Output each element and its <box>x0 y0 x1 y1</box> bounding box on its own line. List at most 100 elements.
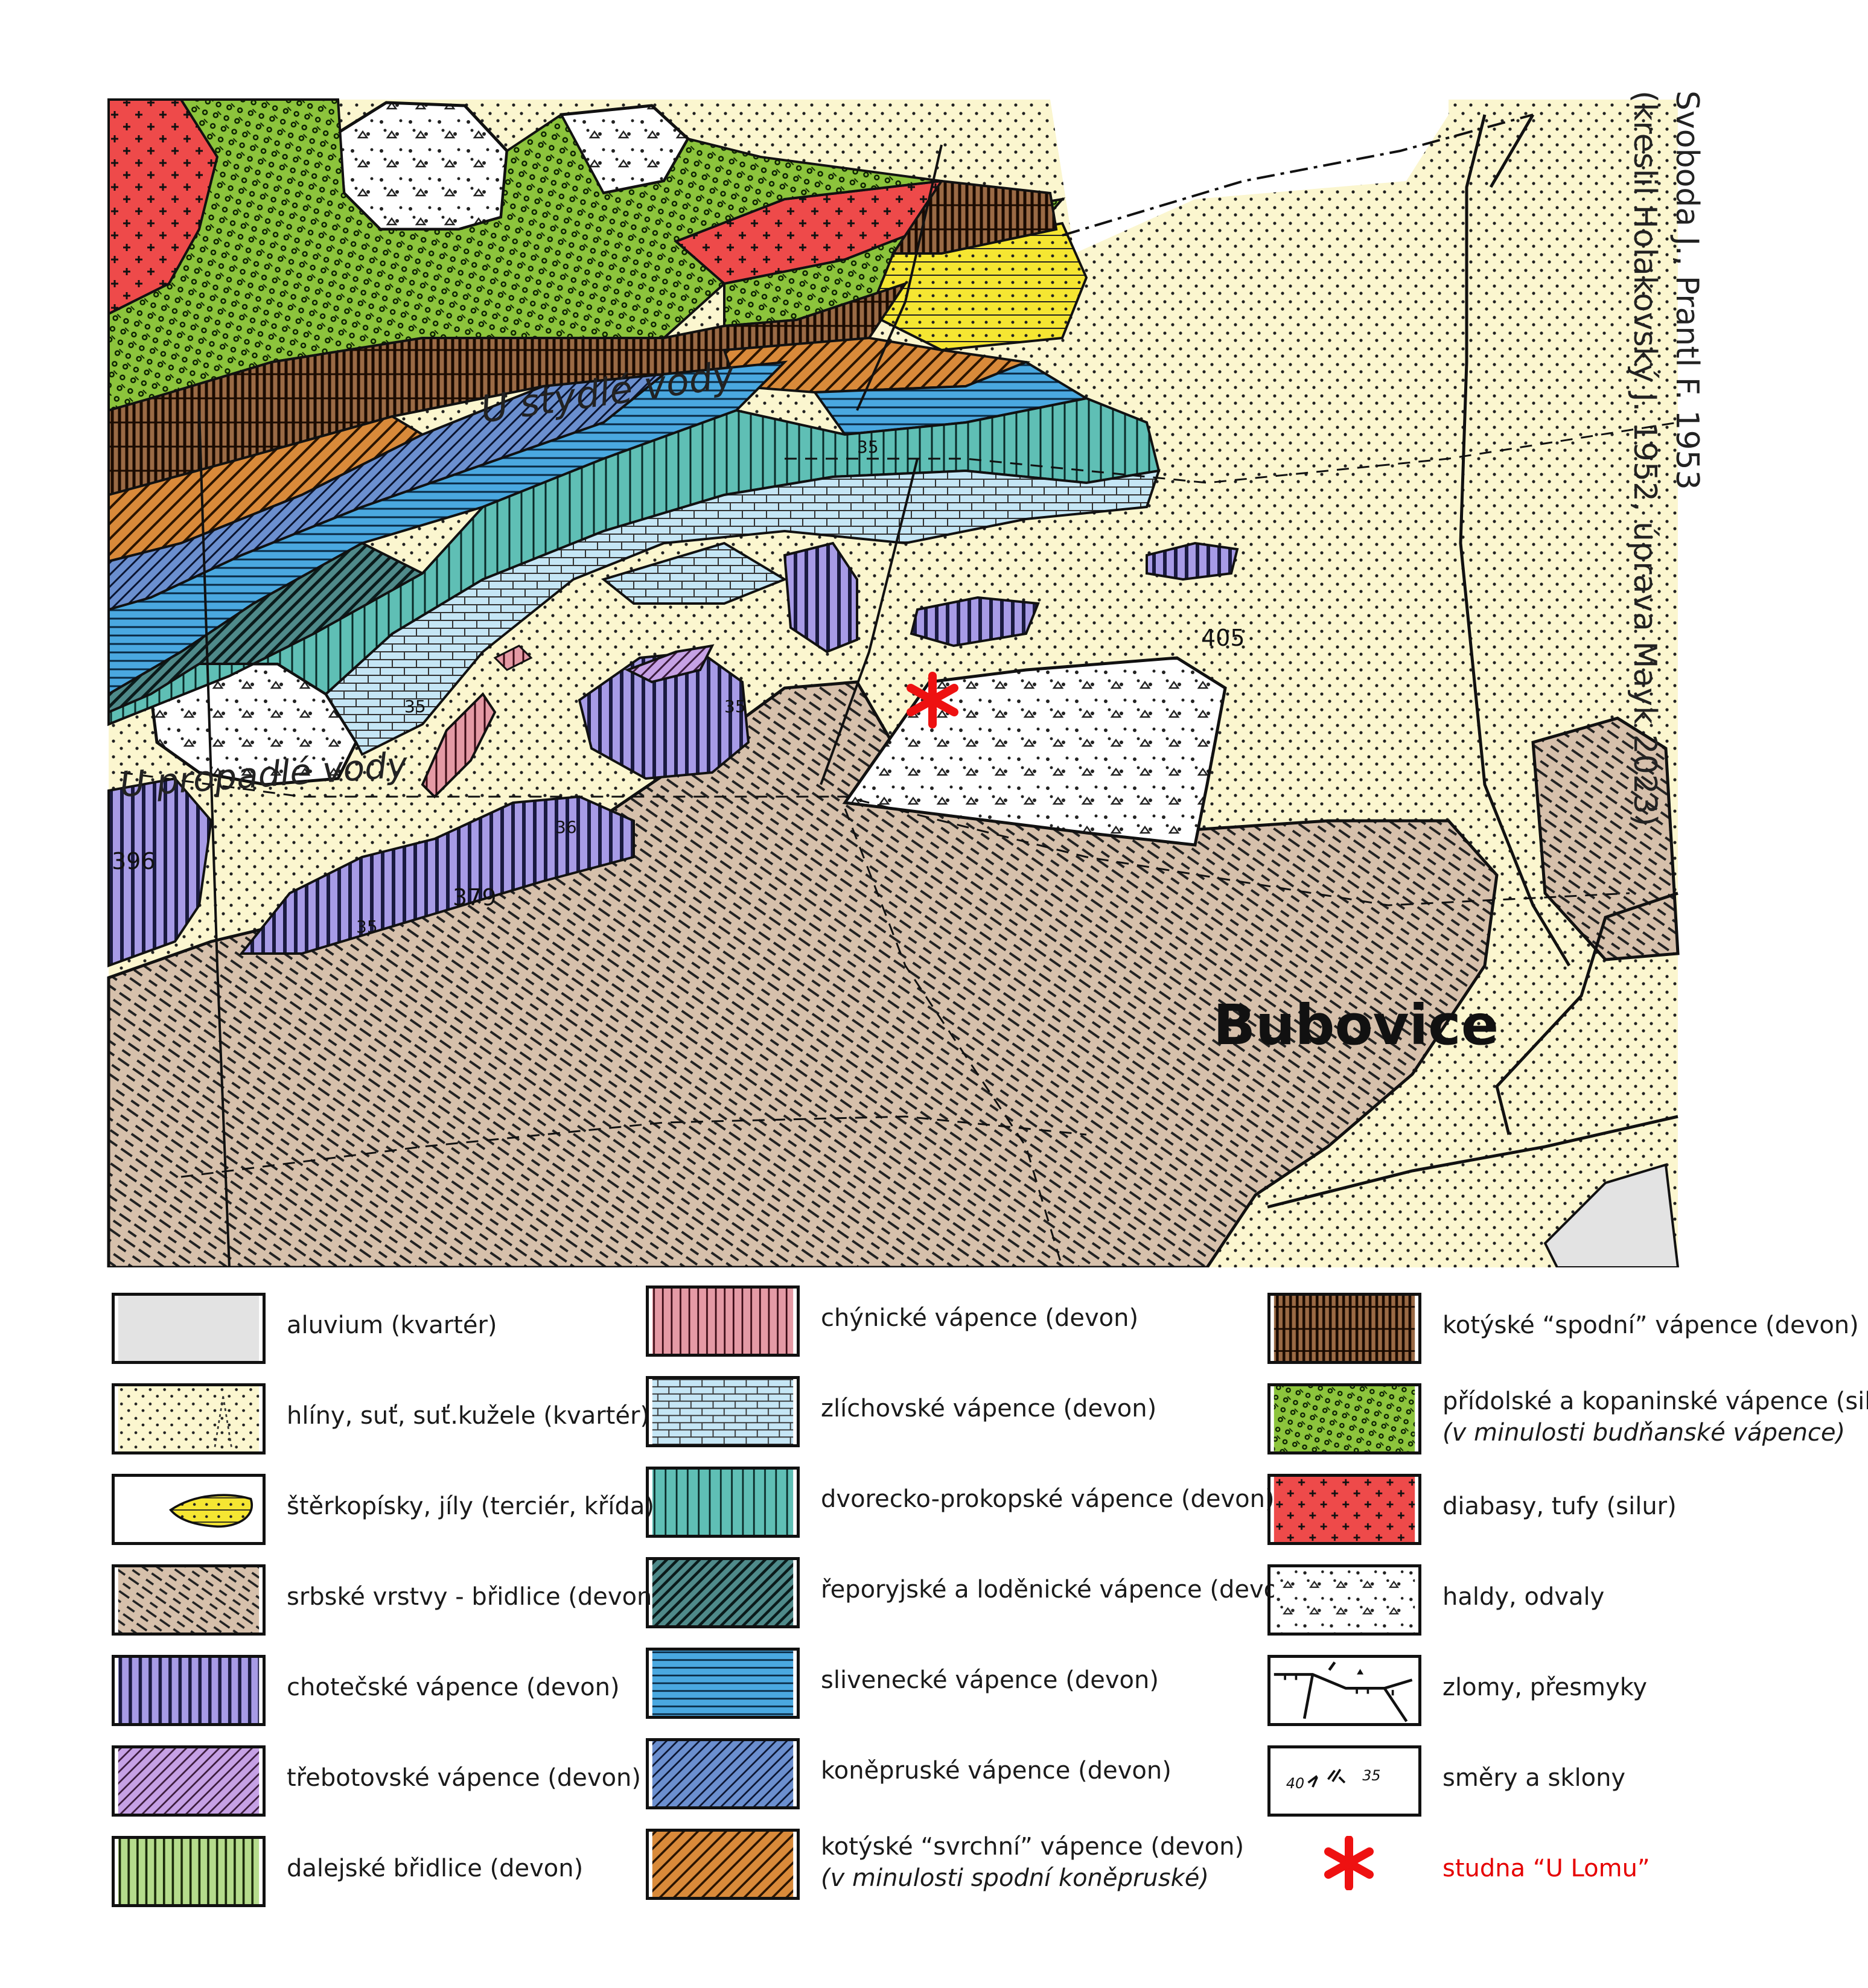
legend-label-diabasy: diabasy, tufy (silur) <box>1442 1493 1677 1520</box>
red-asterisk-icon <box>1324 1836 1374 1890</box>
unit-chotecske-2 <box>578 650 750 780</box>
legend-item-chynicke: chýnické vápence (devon) <box>646 1286 1225 1364</box>
unit-halda-north <box>336 101 509 231</box>
legend-label-chynicke: chýnické vápence (devon) <box>821 1304 1139 1332</box>
legend-item-sterkopisky: štěrkopísky, jíly (terciér, křída) <box>112 1474 691 1552</box>
legend-label-konepruske: koněpruské vápence (devon) <box>821 1757 1171 1785</box>
legend-label-srbske: srbské vrstvy - břidlice (devon) <box>287 1583 662 1611</box>
legend-item-zlomy: zlomy, přesmyky <box>1267 1655 1847 1733</box>
legend-label-haldy: haldy, odvaly <box>1442 1583 1605 1611</box>
legend-item-haldy: haldy, odvaly <box>1267 1564 1847 1643</box>
unit-chotecske-1 <box>783 541 858 654</box>
legend-item-reporyjske: řeporyjské a loděnické vápence (devon) <box>646 1557 1303 1636</box>
legend-label-zlomy: zlomy, přesmyky <box>1442 1674 1648 1701</box>
legend-sub-kotyske-svrchni: (v minulosti spodní koněpruské) <box>821 1864 1209 1892</box>
legend-label-kotyske-spodni: kotýské “spodní” vápence (devon) <box>1442 1311 1859 1339</box>
legend-label-studna: studna “U Lomu” <box>1442 1855 1650 1882</box>
legend-sub-pridolske: (v minulosti budňanské vápence) <box>1442 1419 1846 1447</box>
map-dip-1: 35 <box>404 696 426 716</box>
legend-item-studna: studna “U Lomu” <box>1267 1836 1847 1914</box>
map-credit: Svoboda J., Prantl F. 1953 (kreslil Hola… <box>1624 91 1708 826</box>
legend-label-chotecske: chotečské vápence (devon) <box>287 1674 620 1701</box>
legend-item-pridolske: přídolské a kopaninské vápence (silur) (… <box>1267 1383 1868 1462</box>
legend-label-dalejske: dalejské břidlice (devon) <box>287 1855 584 1882</box>
legend-item-smery: 40 35 směry a sklony <box>1267 1745 1847 1824</box>
legend-label-slivenecke: slivenecké vápence (devon) <box>821 1666 1159 1694</box>
legend-label-sterkopisky: štěrkopísky, jíly (terciér, křída) <box>287 1493 654 1520</box>
swatch-trebotovske <box>112 1745 266 1817</box>
legend-item-slivenecke: slivenecké vápence (devon) <box>646 1648 1225 1726</box>
swatch-hliny <box>112 1383 266 1454</box>
legend-label-trebotovske: třebotovské vápence (devon) <box>287 1764 642 1792</box>
swatch-zlichovske <box>646 1376 800 1447</box>
unit-trebotovske <box>625 644 715 684</box>
map-elevation-2: 396 <box>112 848 156 875</box>
legend-label-reporyjske: řeporyjské a loděnické vápence (devon) <box>821 1576 1304 1604</box>
map-dip-4: 35 <box>857 437 879 457</box>
legend-item-zlichovske: zlíchovské vápence (devon) <box>646 1376 1225 1454</box>
red-asterisk-marker <box>907 672 958 728</box>
svg-text:40: 40 <box>1286 1775 1304 1792</box>
roads-faults <box>120 113 1678 1267</box>
map-elevation-1: 405 <box>1201 625 1245 651</box>
map-dip-3: 36 <box>555 817 577 837</box>
legend-label-kotyske-svrchni: kotýské “svrchní” vápence (devon) (v min… <box>821 1831 1244 1894</box>
legend-label-pridolske: přídolské a kopaninské vápence (silur) (… <box>1442 1386 1868 1448</box>
legend-item-kotyske-spodni: kotýské “spodní” vápence (devon) <box>1267 1293 1859 1371</box>
swatch-chotecske <box>112 1655 266 1726</box>
legend-item-trebotovske: třebotovské vápence (devon) <box>112 1745 691 1824</box>
swatch-haldy <box>1267 1564 1421 1636</box>
unit-chynicke <box>421 692 497 798</box>
swatch-slivenecke <box>646 1648 800 1719</box>
unit-srbske-east <box>1531 716 1680 961</box>
legend-item-diabasy: diabasy, tufy (silur) <box>1267 1474 1847 1552</box>
credit-line-2: (kreslil Holakovský J. 1952, úprava Mayk… <box>1627 91 1663 827</box>
legend-item-konepruske: koněpruské vápence (devon) <box>646 1738 1225 1817</box>
swatch-sterkopisky <box>112 1474 266 1545</box>
legend-item-kotyske-svrchni: kotýské “svrchní” vápence (devon) (v min… <box>646 1829 1244 1907</box>
swatch-chynicke <box>646 1286 800 1357</box>
geologic-map: Bubovice U stydlé vody U propadlé vody 4… <box>107 98 1680 1267</box>
legend-label-kotyske-svrchni-main: kotýské “svrchní” vápence (devon) <box>821 1833 1245 1861</box>
swatch-kotyske-svrchni <box>646 1829 800 1900</box>
swatch-dvorecko <box>646 1467 800 1538</box>
map-elevation-3: 379 <box>453 884 497 911</box>
unit-chotecske-6 <box>107 777 213 967</box>
legend-item-srbske: srbské vrstvy - břidlice (devon) <box>112 1564 691 1643</box>
swatch-srbske <box>112 1564 266 1636</box>
map-place-label: Bubovice <box>1213 993 1499 1057</box>
swatch-zlomy <box>1267 1655 1421 1726</box>
map-dip-5: 35 <box>724 696 746 716</box>
unit-chotecske-3 <box>910 596 1040 648</box>
unit-zlichovske <box>324 469 1161 756</box>
legend: aluvium (kvartér) hlíny, suť, suť.kužele… <box>0 1279 1868 1988</box>
swatch-pridolske <box>1267 1383 1421 1454</box>
swatch-reporyjske <box>646 1557 800 1628</box>
unit-aluvium <box>1543 1163 1680 1267</box>
unmapped-area <box>1050 100 1449 253</box>
swatch-aluvium <box>112 1293 266 1364</box>
unit-kotyske-spodni-2 <box>891 179 1058 255</box>
map-dip-2: 35 <box>356 917 378 937</box>
legend-item-hliny: hlíny, suť, suť.kužele (kvartér) <box>112 1383 691 1462</box>
legend-item-aluvium: aluvium (kvartér) <box>112 1293 691 1371</box>
swatch-smery: 40 35 <box>1267 1745 1421 1817</box>
swatch-diabasy <box>1267 1474 1421 1545</box>
svg-text:35: 35 <box>1362 1767 1380 1784</box>
legend-item-dalejske: dalejské břidlice (devon) <box>112 1836 691 1914</box>
swatch-dalejske <box>112 1836 266 1907</box>
unit-zlichovske-2 <box>601 541 788 605</box>
unit-chotecske-5 <box>238 795 635 955</box>
swatch-konepruske <box>646 1738 800 1809</box>
credit-line-1: Svoboda J., Prantl F. 1953 <box>1669 91 1705 490</box>
legend-label-hliny: hlíny, suť, suť.kužele (kvartér) <box>287 1402 649 1430</box>
legend-label-aluvium: aluvium (kvartér) <box>287 1311 497 1339</box>
legend-item-dvorecko: dvorecko-prokopské vápence (devon) <box>646 1467 1275 1545</box>
swatch-kotyske-spodni <box>1267 1293 1421 1364</box>
unit-chynicke-2 <box>493 645 533 671</box>
legend-label-zlichovske: zlíchovské vápence (devon) <box>821 1395 1157 1423</box>
legend-label-dvorecko: dvorecko-prokopské vápence (devon) <box>821 1485 1275 1513</box>
legend-label-pridolske-main: přídolské a kopaninské vápence (silur) <box>1442 1387 1868 1415</box>
legend-item-chotecske: chotečské vápence (devon) <box>112 1655 691 1733</box>
legend-label-smery: směry a sklony <box>1442 1764 1626 1792</box>
